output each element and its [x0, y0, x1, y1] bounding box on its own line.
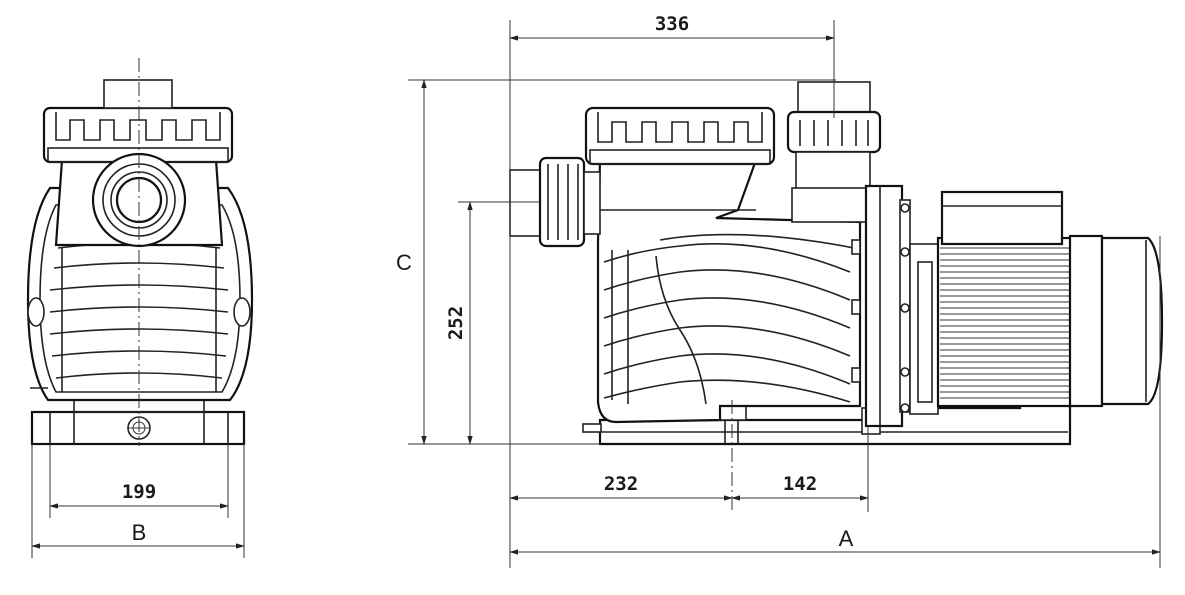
strainer-housing [596, 158, 862, 424]
dim-label-199: 199 [122, 481, 156, 503]
motor-flange [864, 184, 939, 428]
motor-body [936, 190, 1074, 408]
motor-fan-cover [1068, 234, 1164, 408]
dim-label-a: A [839, 526, 854, 551]
side-view [408, 20, 1164, 568]
dim-label-c: C [396, 250, 412, 275]
front-view [26, 58, 254, 558]
dim-label-252: 252 [445, 306, 467, 340]
dim-label-232: 232 [604, 473, 638, 495]
dim-label-336: 336 [655, 13, 689, 35]
discharge-union [786, 81, 882, 223]
dim-label-b: B [132, 520, 147, 545]
dim-label-142: 142 [783, 473, 817, 495]
motor-cooling-fins [940, 247, 1070, 399]
strainer-lid [584, 106, 776, 166]
front-lid-ring [42, 79, 234, 164]
